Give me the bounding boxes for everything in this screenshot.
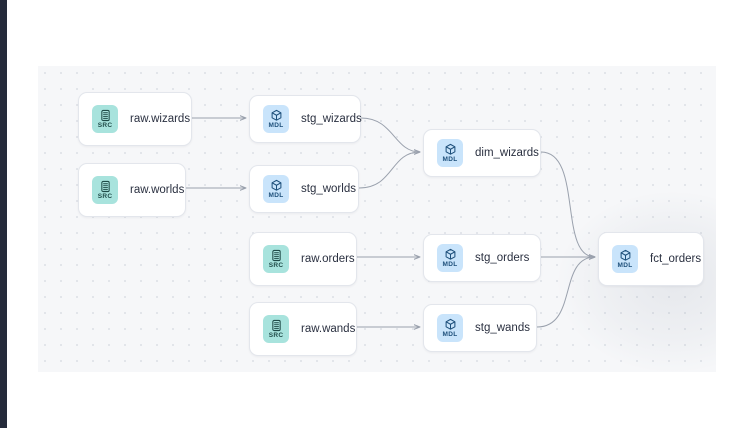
mdl-badge: MDL (437, 139, 463, 167)
lineage-node-label: raw.orders (301, 253, 355, 265)
lineage-node-label: dim_wizards (475, 147, 539, 159)
lineage-node-label: stg_worlds (301, 183, 356, 195)
src-badge: SRC (92, 105, 118, 133)
cube-icon (445, 143, 455, 155)
lineage-graph-canvas[interactable]: SRC raw.wizards SRC raw.worlds (38, 66, 716, 372)
lineage-node-raw-wizards[interactable]: SRC raw.wizards (78, 92, 192, 146)
mdl-badge-label: MDL (268, 121, 284, 129)
src-badge-label: SRC (97, 121, 113, 129)
src-badge: SRC (92, 176, 118, 204)
lineage-node-label: stg_orders (475, 252, 530, 264)
database-icon (271, 249, 281, 261)
mdl-badge: MDL (263, 175, 289, 203)
cube-icon (445, 248, 455, 260)
cube-icon (271, 109, 281, 121)
lineage-node-label: fct_orders (650, 253, 702, 265)
lineage-node-label: raw.wands (301, 323, 356, 335)
mdl-badge-label: MDL (268, 191, 284, 199)
lineage-node-stg-orders[interactable]: MDL stg_orders (423, 234, 541, 282)
lineage-node-raw-wands[interactable]: SRC raw.wands (249, 302, 357, 356)
app-nav-rail (0, 0, 7, 428)
mdl-badge-label: MDL (442, 260, 458, 268)
edge-stg-wizards-to-dim-wizards (360, 117, 420, 152)
lineage-node-label: stg_wizards (301, 113, 362, 125)
mdl-badge: MDL (612, 245, 638, 273)
mdl-badge: MDL (263, 105, 289, 133)
mdl-badge-label: MDL (442, 155, 458, 163)
database-icon (100, 180, 110, 192)
edge-stg-worlds-to-dim-wizards (358, 152, 420, 189)
lineage-node-raw-orders[interactable]: SRC raw.orders (249, 232, 357, 286)
database-icon (271, 319, 281, 331)
src-badge-label: SRC (268, 331, 284, 339)
cube-icon (445, 318, 455, 330)
lineage-node-fct-orders[interactable]: MDL fct_orders (598, 232, 704, 286)
edge-stg-wands-to-fct-orders (536, 257, 595, 328)
src-badge-label: SRC (97, 192, 113, 200)
lineage-node-stg-wizards[interactable]: MDL stg_wizards (249, 95, 362, 143)
lineage-node-stg-wands[interactable]: MDL stg_wands (423, 304, 537, 352)
mdl-badge-label: MDL (617, 261, 633, 269)
database-icon (100, 109, 110, 121)
lineage-node-dim-wizards[interactable]: MDL dim_wizards (423, 129, 541, 177)
lineage-node-label: stg_wands (475, 322, 530, 334)
lineage-node-label: raw.wizards (130, 113, 191, 125)
src-badge: SRC (263, 315, 289, 343)
mdl-badge: MDL (437, 244, 463, 272)
edge-dim-wizards-to-fct-orders (540, 151, 595, 257)
mdl-badge: MDL (437, 314, 463, 342)
cube-icon (271, 179, 281, 191)
src-badge: SRC (263, 245, 289, 273)
lineage-node-raw-worlds[interactable]: SRC raw.worlds (78, 163, 186, 217)
mdl-badge-label: MDL (442, 330, 458, 338)
lineage-node-stg-worlds[interactable]: MDL stg_worlds (249, 165, 359, 213)
src-badge-label: SRC (268, 261, 284, 269)
lineage-node-label: raw.worlds (130, 184, 185, 196)
cube-icon (620, 249, 630, 261)
